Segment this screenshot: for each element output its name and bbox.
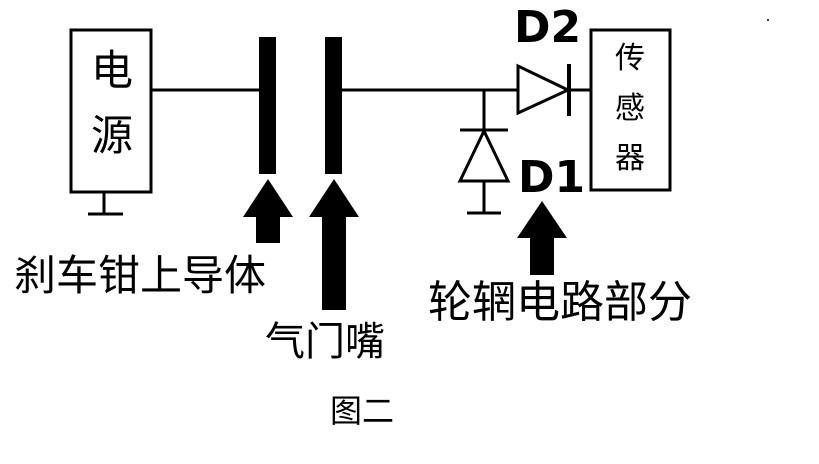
sensor-label-3: 器 <box>615 141 645 176</box>
power-source-box <box>69 28 153 194</box>
sensor-label-1: 传 <box>615 41 645 76</box>
sensor-label-2: 感 <box>615 91 645 126</box>
rim-circuit-label: 轮辋电路部分 <box>428 277 692 328</box>
sensor-box <box>589 28 672 192</box>
valve-stem-plate <box>325 37 342 174</box>
stray-dot <box>767 19 769 21</box>
figure-caption: 图二 <box>330 392 395 430</box>
arrow-rim-circuit <box>517 201 567 275</box>
arrow-caliper-conductor <box>243 179 293 243</box>
d2-diode-triangle <box>516 63 572 116</box>
d1-diode-triangle <box>457 127 511 183</box>
arrow-valve-stem <box>309 179 359 310</box>
caliper-conductor-plate <box>259 37 276 174</box>
valve-stem-label: 气门嘴 <box>265 319 385 365</box>
power-source-label-2: 源 <box>90 111 133 160</box>
d1-label: D1 <box>518 152 586 203</box>
d2-label: D2 <box>514 2 582 53</box>
caliper-conductor-label: 刹车钳上导体 <box>14 251 267 300</box>
power-source-label-1: 电 <box>90 46 133 95</box>
